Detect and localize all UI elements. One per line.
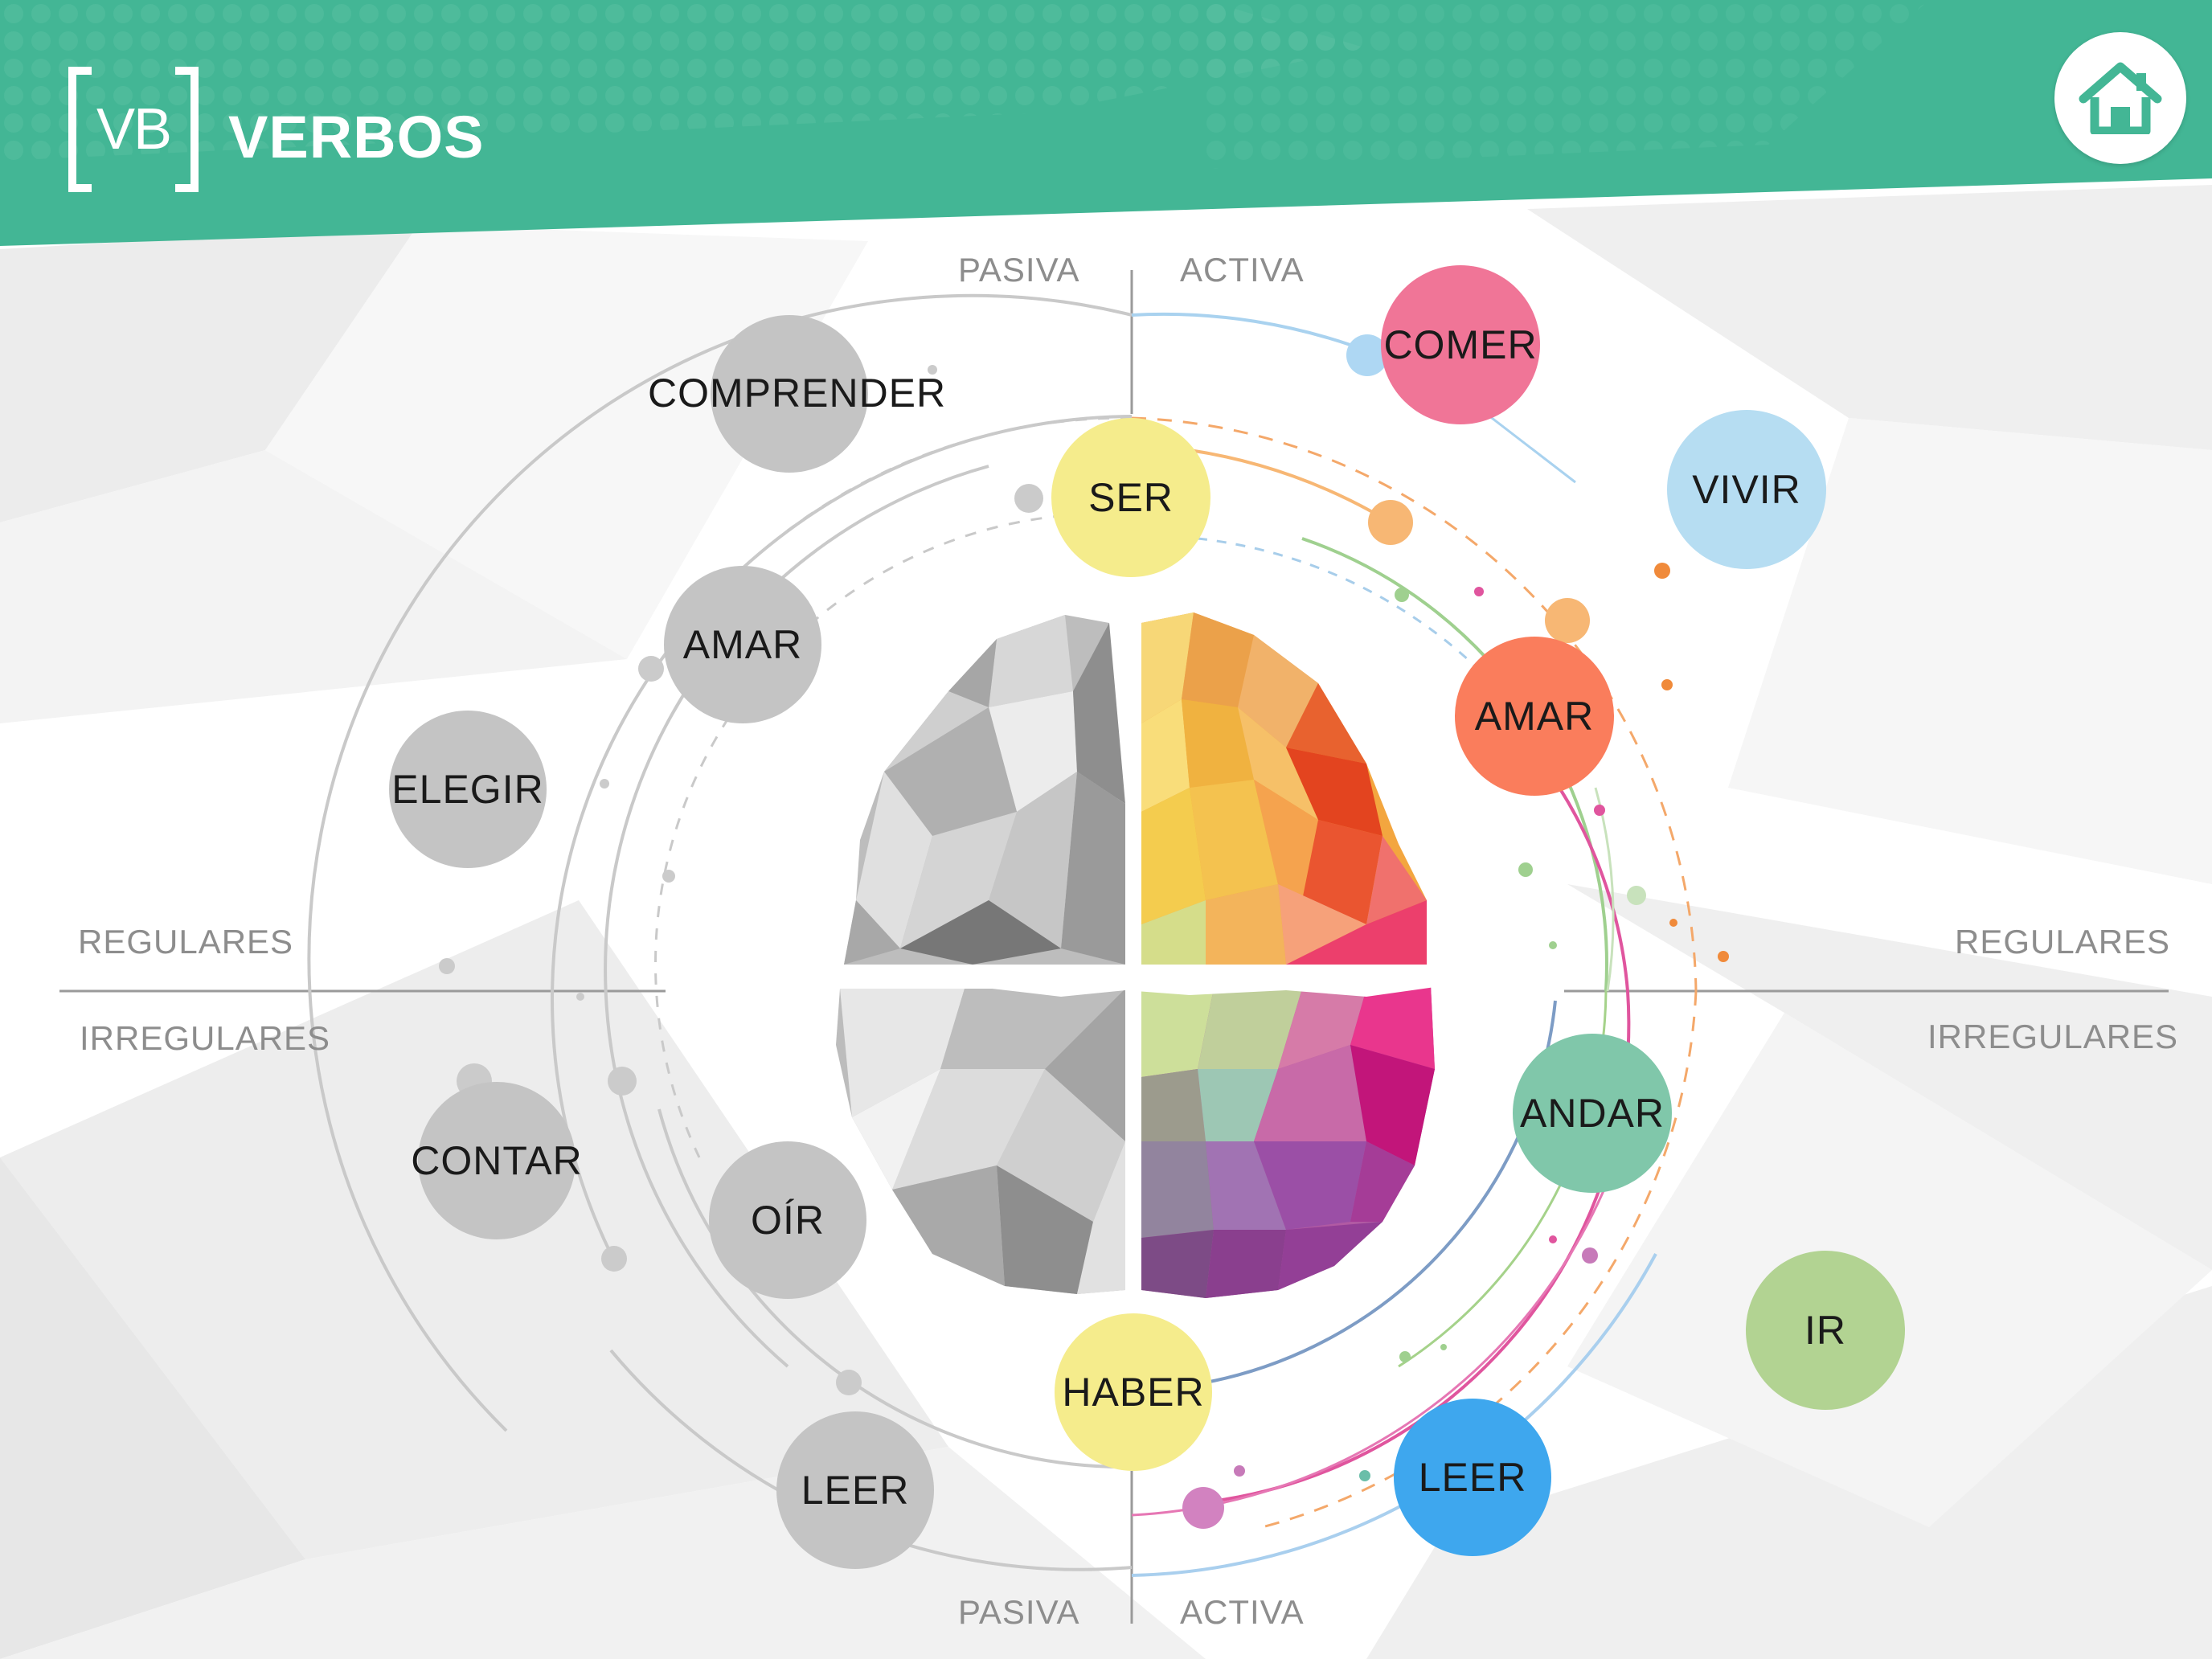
verb-bubble-comprender[interactable]: COMPRENDER [648,315,945,473]
app-logo: VB [66,66,201,193]
axis-label-pasiva-top: PASIVA [958,251,1080,289]
home-icon [2079,62,2162,134]
axis-label-regulares-left: REGULARES [78,923,294,961]
verb-label: ELEGIR [391,767,544,812]
axis-label-irregulares-right: IRREGULARES [1927,1018,2179,1055]
verb-bubble-amar-left[interactable]: AMAR [664,566,821,723]
verb-label: CONTAR [411,1138,583,1183]
verb-label: IR [1804,1308,1846,1353]
header-band [0,0,2212,246]
axis-label-irregulares-left: IRREGULARES [80,1019,331,1057]
verb-label: LEER [1418,1455,1527,1500]
verb-label: AMAR [1474,694,1595,739]
verb-bubble-elegir[interactable]: ELEGIR [389,711,547,868]
home-button[interactable] [2054,32,2186,164]
verb-label: OÍR [751,1198,825,1243]
axis-label-pasiva-bottom: PASIVA [958,1593,1080,1631]
verb-bubble-haber[interactable]: HABER [1055,1313,1212,1471]
verb-bubble-ir[interactable]: IR [1746,1251,1905,1410]
verb-bubble-ser[interactable]: SER [1051,418,1210,577]
axis-label-activa-bottom: ACTIVA [1180,1593,1305,1631]
verb-bubble-oir[interactable]: OÍR [709,1141,866,1299]
verb-label: SER [1088,475,1174,520]
logo-text: VB [96,97,172,162]
verb-label: VIVIR [1692,467,1801,512]
verb-bubble-amar-right[interactable]: AMAR [1455,637,1614,796]
verb-bubble-comer[interactable]: COMER [1381,265,1540,424]
verb-bubble-vivir[interactable]: VIVIR [1667,410,1826,569]
verb-label: HABER [1062,1370,1205,1415]
verb-bubble-leer-left[interactable]: LEER [776,1411,934,1569]
verb-label: ANDAR [1519,1091,1665,1136]
verb-bubble-contar[interactable]: CONTAR [411,1082,582,1239]
verb-label: LEER [801,1468,910,1513]
axis-label-regulares-right: REGULARES [1955,923,2171,961]
verb-label: COMER [1383,322,1538,367]
verb-bubble-andar[interactable]: ANDAR [1513,1034,1672,1193]
axis-label-activa-top: ACTIVA [1180,251,1305,289]
verb-bubble-leer-right[interactable]: LEER [1394,1399,1551,1556]
logo-brackets-icon [68,67,199,192]
app-title: VERBOS [228,104,485,170]
verb-label: AMAR [682,622,803,667]
